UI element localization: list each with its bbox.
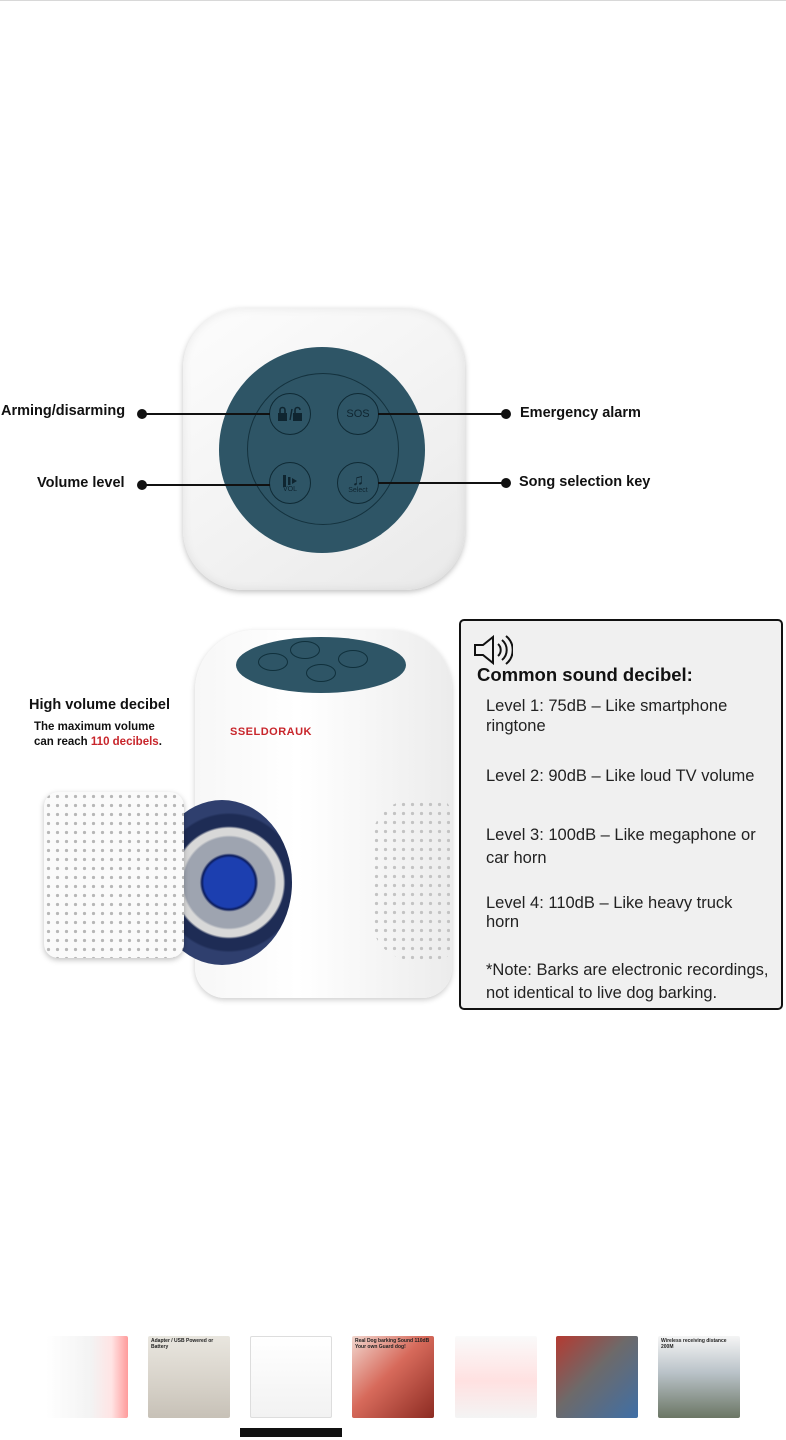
callout-dot [501,409,511,419]
loudspeaker-icon [474,634,513,666]
callout-line [142,484,270,486]
arming-label: Arming/disarming [1,403,126,419]
high-volume-suffix: . [158,736,162,748]
selected-thumbnail-indicator [240,1428,342,1437]
callout-line [142,413,270,415]
arming-key [269,393,311,435]
product-image: SOS VOL ♫ Select Arming/disarming Emerge… [1,308,783,1010]
thumbnail-caption: Adapter / USB Powered or Battery [151,1338,214,1350]
brand-label: SSELDORAUK [230,726,313,738]
thumbnail-6[interactable] [556,1336,638,1418]
decibel-title: Common sound decibel: [477,664,693,685]
callout-dot [501,478,511,488]
high-volume-title: High volume decibel [29,697,170,713]
thumbnail-1[interactable] [46,1336,128,1418]
lock-icon [278,406,302,421]
high-volume-subtitle: The maximum volume can reach 110 decibel… [34,720,162,750]
decibel-level-3: Level 3: 100dB – Like megaphone or car h… [486,826,756,867]
mini-key [306,664,336,682]
high-volume-highlight: 110 decibels [90,736,159,748]
mini-key [290,641,320,659]
thumbnail-3[interactable] [250,1336,332,1418]
select-key-label: Select [348,486,368,494]
side-grill [372,800,450,960]
music-note-icon: ♫ [352,471,364,489]
sos-key: SOS [337,393,379,435]
decibel-level-2: Level 2: 90dB – Like loud TV volume [486,767,755,785]
emergency-label: Emergency alarm [520,405,641,421]
thumbnail-caption: Wireless receiving distance 200M [661,1338,727,1350]
thumbnail-5[interactable] [455,1336,537,1418]
thumbnail-7[interactable]: Wireless receiving distance 200M [658,1336,740,1418]
song-label: Song selection key [519,474,651,490]
mini-key [338,650,368,668]
decibel-level-1: Level 1: 75dB – Like smartphone ringtone [486,697,728,735]
decibel-note: *Note: Barks are electronic recordings, … [486,961,769,1002]
speaker-icon [283,474,297,487]
callout-line [378,413,506,415]
thumbnail-4[interactable]: Real Dog barking Sound 110dB Your own Gu… [352,1336,434,1418]
thumbnail-2[interactable]: Adapter / USB Powered or Battery [148,1336,230,1418]
callout-line [378,482,506,484]
high-volume-line2-prefix: can reach [34,736,91,748]
decibel-info-box [459,619,783,1010]
thumbnail-strip: Adapter / USB Powered or Battery Real Do… [0,1330,786,1440]
song-select-key: ♫ Select [337,462,379,504]
mini-key [258,653,288,671]
high-volume-line1: The maximum volume [34,721,155,733]
sos-key-label: SOS [346,408,370,420]
vol-key-label: VOL [282,485,297,493]
decibel-level-4: Level 4: 110dB – Like heavy truck horn [486,894,733,931]
top-divider [0,0,786,1]
thumbnail-caption: Real Dog barking Sound 110dB Your own Gu… [355,1338,430,1350]
volume-key: VOL [269,462,311,504]
panel-ring [247,373,399,525]
speaker-grill-cover [44,792,184,958]
volume-label: Volume level [37,475,125,491]
